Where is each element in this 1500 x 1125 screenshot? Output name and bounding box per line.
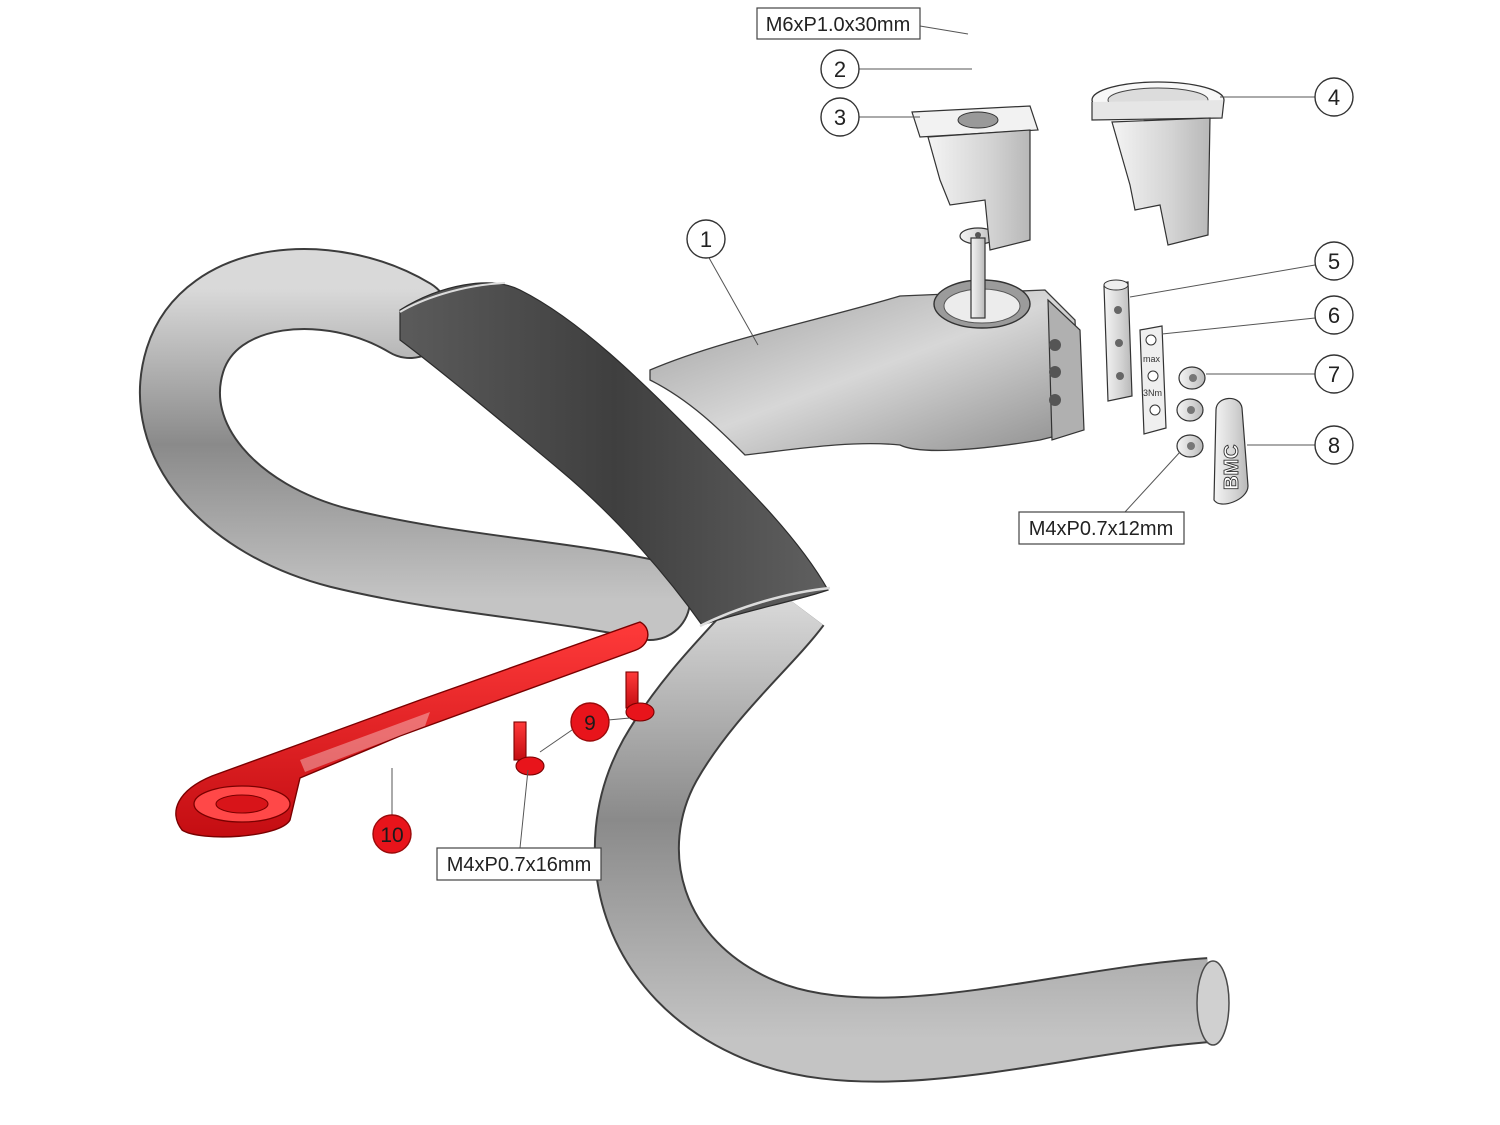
svg-text:M4xP0.7x16mm: M4xP0.7x16mm [447,854,592,876]
callout-8: 8 [1314,425,1354,465]
expander-plug [911,105,1039,251]
svg-text:5: 5 [1328,249,1340,274]
mount-bolt-1 [625,671,655,722]
svg-text:6: 6 [1328,303,1340,328]
handlebar-right-end [1196,960,1230,1046]
svg-text:7: 7 [1328,362,1340,387]
face-plate-max-marking: max [1143,354,1161,364]
svg-text:1: 1 [700,227,712,252]
callout-3: 3 [820,97,860,137]
spec-label-side-bolts: M4xP0.7x12mm [1018,511,1185,545]
headset-cap [1091,81,1225,246]
callout-1: 1 [686,219,726,259]
callout-7: 7 [1314,354,1354,394]
svg-text:9: 9 [584,712,596,735]
svg-text:8: 8 [1328,433,1340,458]
spec-label-mount-bolts: M4xP0.7x16mm [436,847,602,881]
computer-mount-arm [175,621,649,838]
stem-bolt-hole-2 [1049,366,1061,378]
spec-label-top-bolt: M6xP1.0x30mm [756,7,921,40]
stem-bolt-hole-1 [1049,339,1061,351]
svg-text:4: 4 [1328,85,1340,110]
barrel-nut [1103,279,1133,402]
callout-2: 2 [820,49,860,89]
callout-5: 5 [1314,241,1354,281]
handlebar-center-section [399,282,829,626]
callout-6: 6 [1314,295,1354,335]
side-bolts [1176,366,1206,458]
callout-10: 10 [372,814,412,854]
leader-lines [391,25,1316,849]
svg-text:10: 10 [380,824,403,847]
face-plate-torque-marking: 3Nm [1143,388,1162,398]
side-bolt-2 [1176,398,1204,422]
svg-text:M4xP0.7x12mm: M4xP0.7x12mm [1029,518,1174,540]
svg-text:3: 3 [834,105,846,130]
handlebar-assembly [139,248,1230,1083]
handlebar-center-seam-top [399,282,506,313]
face-plate: max 3Nm [1139,325,1167,435]
mount-bolt-2 [513,721,545,776]
svg-text:2: 2 [834,57,846,82]
top-cap-bolt [959,227,997,319]
callout-9: 9 [570,702,610,742]
svg-text:M6xP1.0x30mm: M6xP1.0x30mm [766,14,911,36]
stem-body [649,289,1081,456]
mount-bolts [513,671,655,776]
stem-bolt-hole-3 [1049,394,1061,406]
handlebar-left-loop-gap [243,349,541,470]
bmc-logo-text: BMC [1221,444,1243,490]
callout-4: 4 [1314,77,1354,117]
logo-cover: BMC [1213,397,1249,505]
side-bolt-3 [1176,434,1204,458]
side-bolt-1 [1178,366,1206,390]
handlebar-center-seam-bottom [699,586,831,628]
